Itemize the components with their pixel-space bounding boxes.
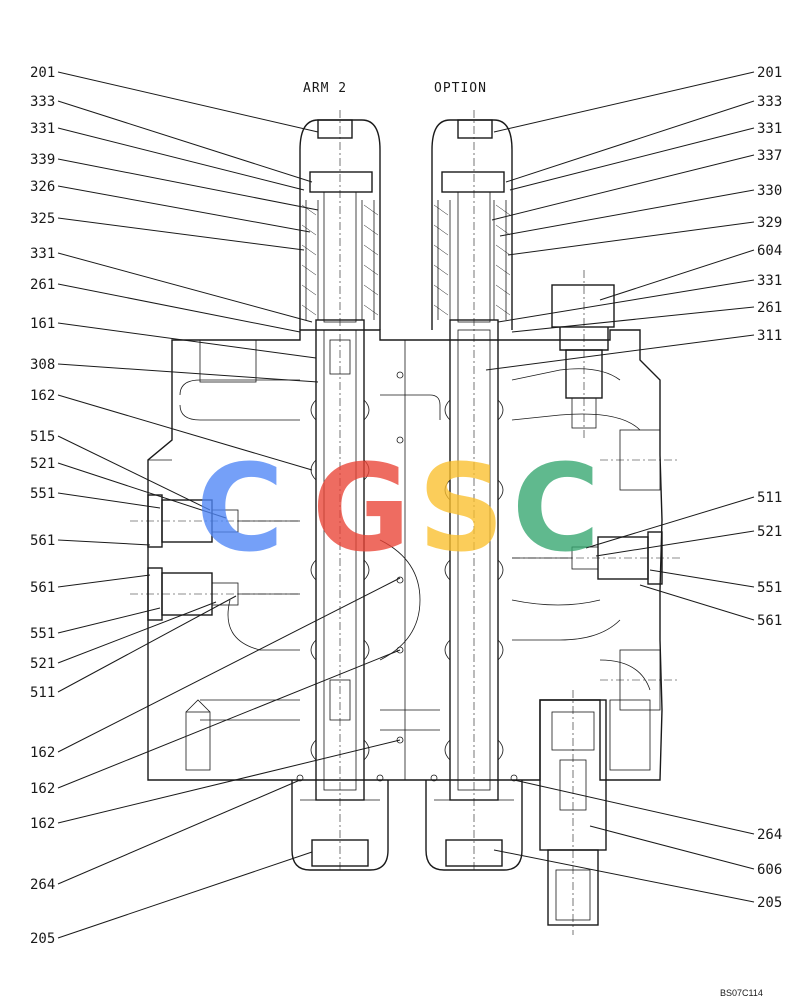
header-arm2: ARM 2 [303, 81, 347, 96]
part-label: 330 [757, 183, 782, 199]
cgsc-watermark: C G S C [196, 440, 600, 579]
part-label: 515 [30, 429, 55, 445]
part-label: 326 [30, 179, 55, 195]
valve-body-drawing [130, 110, 680, 935]
part-label: 331 [757, 121, 782, 137]
part-label: 205 [30, 931, 55, 947]
part-label: 511 [30, 685, 55, 701]
part-label: 308 [30, 357, 55, 373]
left-part-labels: 201 333 331 339 326 325 331 261 161 308 … [30, 65, 55, 947]
part-label: 205 [757, 895, 782, 911]
part-label: 201 [30, 65, 55, 81]
watermark-letter: S [418, 440, 504, 579]
reference-code: BS07C114 [720, 988, 763, 998]
part-label: 521 [30, 656, 55, 672]
right-part-labels: 201 333 331 337 330 329 604 331 261 311 … [757, 65, 782, 911]
leader-lines [57, 71, 755, 939]
part-label: 551 [757, 580, 782, 596]
part-label: 261 [757, 300, 782, 316]
part-label: 551 [30, 626, 55, 642]
part-label: 331 [757, 273, 782, 289]
part-label: 311 [757, 328, 782, 344]
part-label: 329 [757, 215, 782, 231]
part-label: 161 [30, 316, 55, 332]
part-label: 337 [757, 148, 782, 164]
part-label: 261 [30, 277, 55, 293]
part-label: 331 [30, 246, 55, 262]
part-label: 162 [30, 781, 55, 797]
part-label: 551 [30, 486, 55, 502]
part-label: 325 [30, 211, 55, 227]
watermark-letter: C [512, 440, 600, 579]
watermark-letter: G [312, 440, 411, 579]
part-label: 162 [30, 388, 55, 404]
part-label: 521 [757, 524, 782, 540]
part-label: 339 [30, 152, 55, 168]
part-label: 561 [30, 533, 55, 549]
part-label: 264 [757, 827, 782, 843]
part-label: 521 [30, 456, 55, 472]
part-label: 333 [757, 94, 782, 110]
part-label: 511 [757, 490, 782, 506]
header-option: OPTION [434, 81, 487, 96]
watermark-letter: C [196, 440, 284, 579]
part-label: 331 [30, 121, 55, 137]
part-label: 201 [757, 65, 782, 81]
part-label: 264 [30, 877, 55, 893]
part-label: 561 [757, 613, 782, 629]
part-label: 162 [30, 816, 55, 832]
part-label: 162 [30, 745, 55, 761]
part-label: 606 [757, 862, 782, 878]
part-label: 604 [757, 243, 782, 259]
part-label: 333 [30, 94, 55, 110]
part-label: 561 [30, 580, 55, 596]
